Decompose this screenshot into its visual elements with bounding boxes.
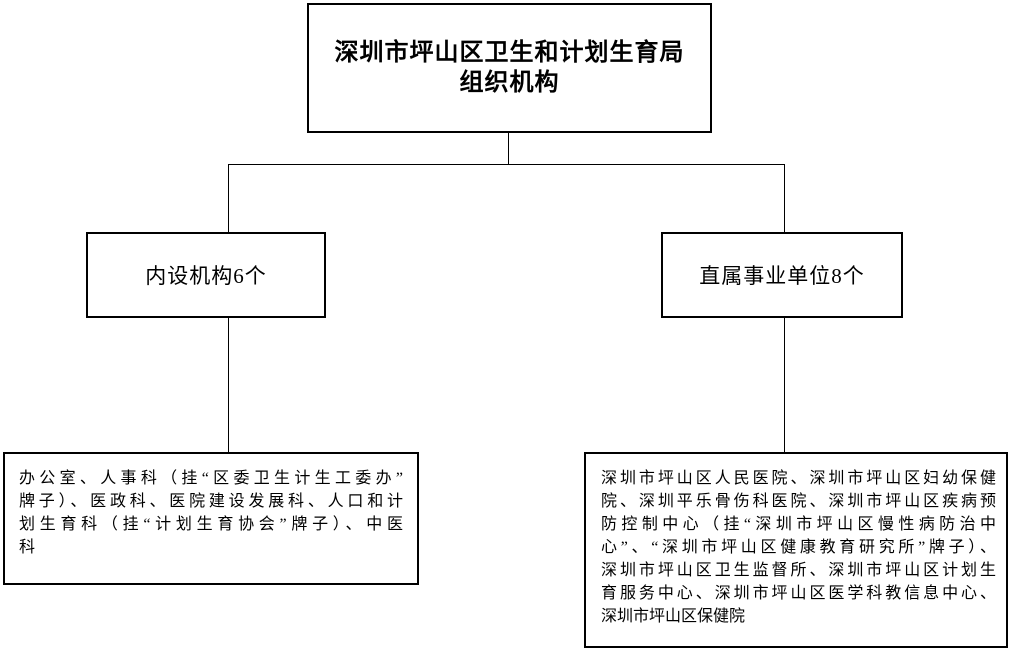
text-line: 心”、“深圳市坪山区健康教育研究所”牌子）、 [601, 539, 996, 556]
root-title-line-1: 深圳市坪山区卫生和计划生育局 [334, 40, 685, 66]
text-line: 防控制中心（挂“深圳市坪山区慢性病防治中 [601, 516, 996, 533]
branch-node-internal-departments: 内设机构6个 [86, 232, 326, 318]
connector-root-stem [508, 133, 509, 164]
page-title: 深圳市坪山区卫生和计划生育局 组织机构 [335, 38, 685, 98]
text-line: 牌子）、医政科、医院建设发展科、人口和计 [19, 493, 403, 510]
text-line: 院、深圳平乐骨伤科医院、深圳市坪山区疾病预 [601, 493, 996, 510]
branch-label-affiliated-institutions: 直属事业单位8个 [699, 264, 865, 288]
root-title-line-2: 组织机构 [459, 70, 560, 96]
detail-node-affiliated-institutions: 深圳市坪山区人民医院、深圳市坪山区妇幼保健院、深圳平乐骨伤科医院、深圳市坪山区疾… [584, 452, 1008, 648]
root-node: 深圳市坪山区卫生和计划生育局 组织机构 [307, 3, 712, 133]
text-line: 深圳市坪山区卫生监督所、深圳市坪山区计划生 [601, 562, 996, 579]
branch-label-internal-departments: 内设机构6个 [145, 264, 267, 288]
connector-horizontal-bar [228, 164, 785, 165]
text-line: 划生育科（挂“计划生育协会”牌子）、中医 [19, 516, 403, 533]
connector-right-branch-lower [784, 318, 785, 452]
text-line: 科 [19, 539, 36, 556]
connector-left-branch-lower [228, 318, 229, 452]
text-line: 育服务中心、深圳市坪山区医学科教信息中心、 [601, 585, 996, 602]
text-line: 深圳市坪山区保健院 [601, 608, 746, 625]
text-line: 办公室、人事科（挂“区委卫生计生工委办” [19, 470, 403, 487]
branch-node-affiliated-institutions: 直属事业单位8个 [661, 232, 903, 318]
connector-left-branch-upper [228, 164, 229, 232]
detail-node-internal-departments: 办公室、人事科（挂“区委卫生计生工委办” 牌子）、医政科、医院建设发展科、人口和计… [3, 452, 419, 585]
connector-right-branch-upper [784, 164, 785, 232]
text-line: 深圳市坪山区人民医院、深圳市坪山区妇幼保健 [601, 470, 996, 487]
